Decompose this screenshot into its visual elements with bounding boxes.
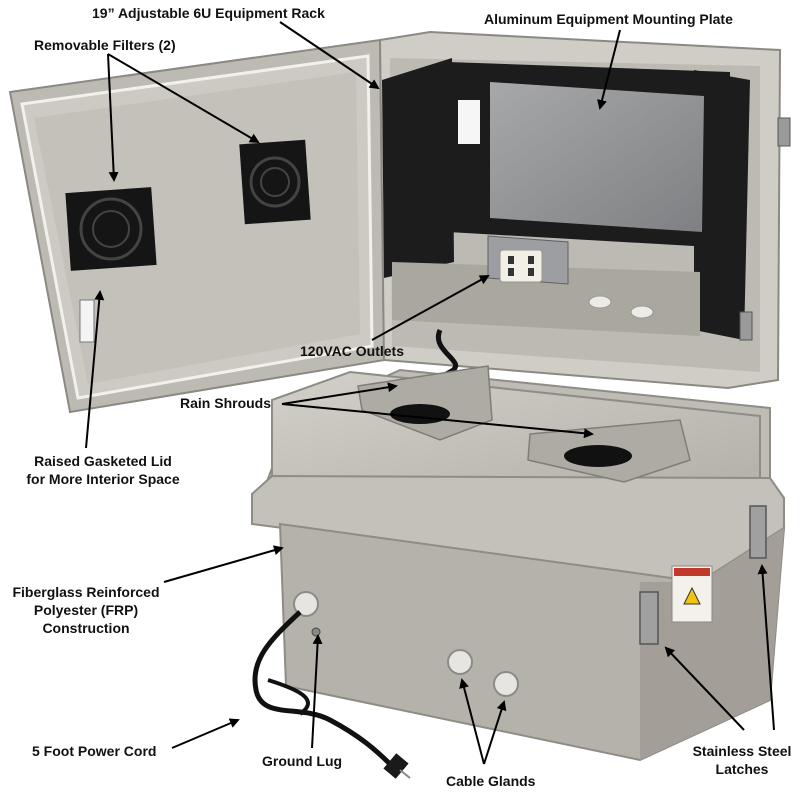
label-lid: Raised Gasketed Lid for More Interior Sp… <box>26 452 179 488</box>
rack-rail-left <box>382 58 454 278</box>
label-rain-shrouds: Rain Shrouds <box>180 395 272 411</box>
gland-power <box>293 591 319 617</box>
filter-fan-right <box>239 139 311 225</box>
label-filters: Removable Filters (2) <box>34 37 176 53</box>
label-ground-lug: Ground Lug <box>262 753 343 769</box>
label-frp-line2: Polyester (FRP) <box>33 602 139 618</box>
label-lid-line1: Raised Gasketed Lid <box>34 453 172 469</box>
mounting-plate <box>490 82 704 232</box>
label-outlets: 120VAC Outlets <box>300 343 404 359</box>
label-frp: Fiberglass Reinforced Polyester (FRP) Co… <box>12 583 159 637</box>
power-cord-shape <box>252 610 394 768</box>
open-enclosure <box>378 30 791 395</box>
label-frp-line3: Construction <box>42 620 130 636</box>
latch-front <box>639 591 659 645</box>
label-latches-line2: Latches <box>715 761 769 777</box>
ground-lug-shape <box>311 627 321 637</box>
gland-1 <box>447 649 473 675</box>
latch-side <box>749 505 767 559</box>
closed-enclosure <box>251 365 786 779</box>
label-latches: Stainless Steel Latches <box>693 742 792 778</box>
label-rack: 19” Adjustable 6U Equipment Rack <box>92 5 325 21</box>
label-lid-line2: for More Interior Space <box>26 471 180 487</box>
callout-arrows <box>85 21 775 765</box>
label-frp-line1: Fiberglass Reinforced <box>12 584 160 600</box>
label-plate: Aluminum Equipment Mounting Plate <box>484 11 733 27</box>
label-cable-glands: Cable Glands <box>446 773 536 789</box>
gland-2 <box>493 671 519 697</box>
label-latches-line1: Stainless Steel <box>692 743 792 759</box>
label-power-cord: 5 Foot Power Cord <box>32 743 157 759</box>
open-door <box>8 38 386 414</box>
outlet-box <box>487 235 569 285</box>
